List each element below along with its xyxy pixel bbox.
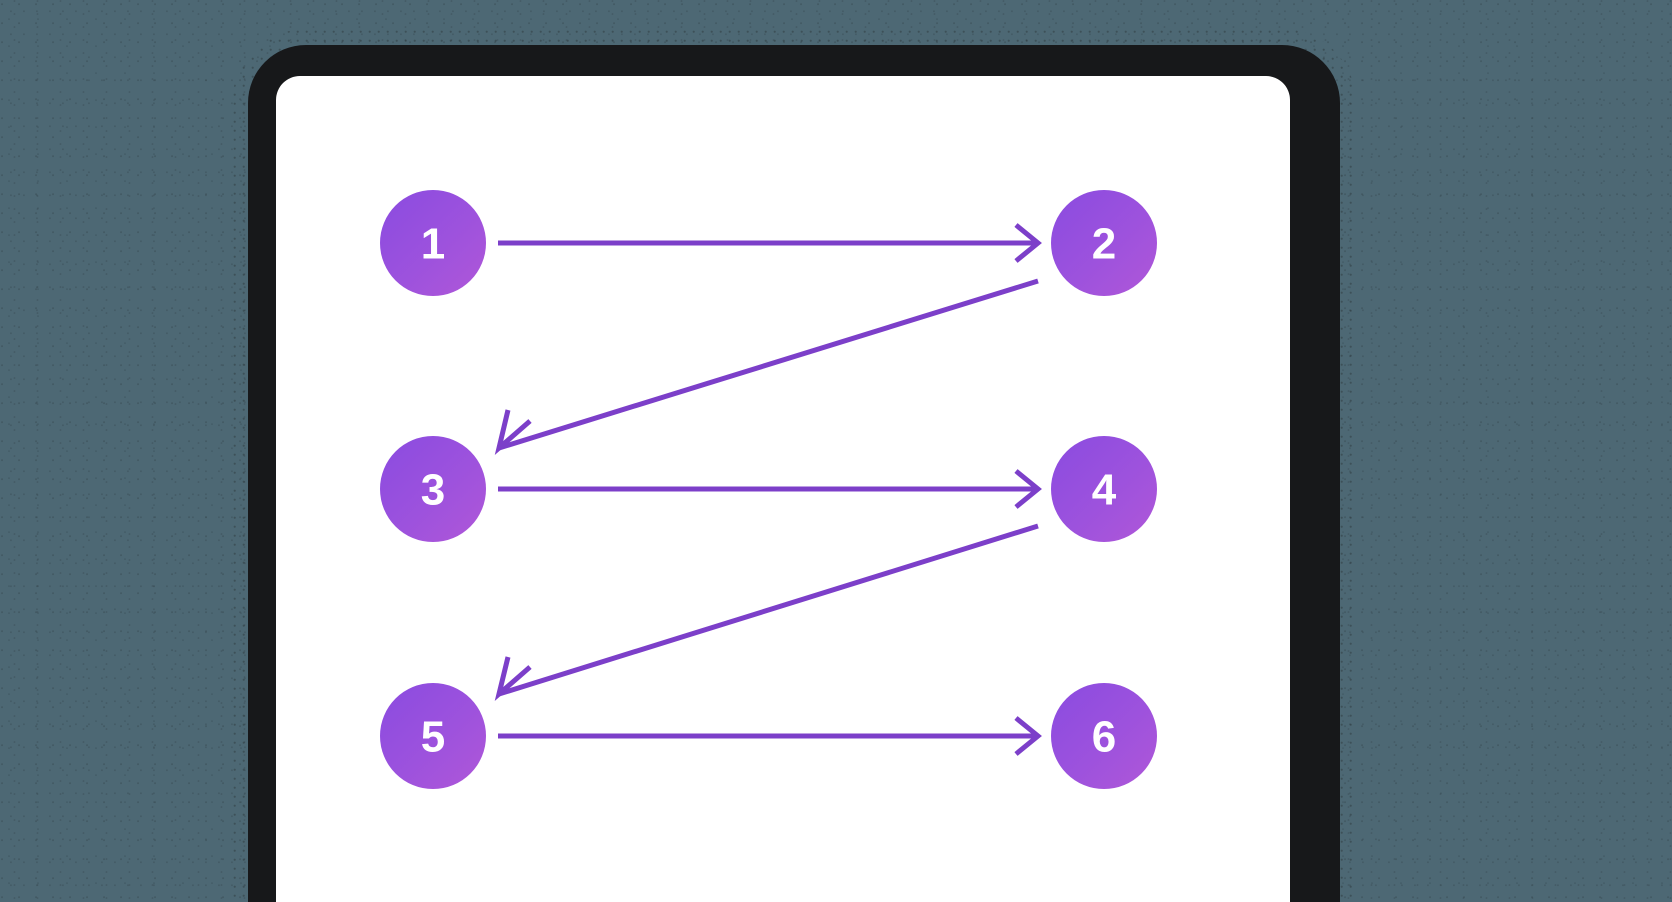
graph-node-2[interactable]: 2 bbox=[1051, 190, 1157, 296]
node-circle[interactable] bbox=[1051, 683, 1157, 789]
node-label: 6 bbox=[1092, 713, 1116, 762]
node-label: 4 bbox=[1092, 466, 1117, 515]
arrowhead-icon bbox=[1014, 223, 1042, 263]
edge-4-to-5 bbox=[494, 523, 1039, 702]
arrowhead-icon bbox=[494, 409, 532, 455]
edge-3-to-4 bbox=[498, 469, 1042, 509]
edge-line bbox=[498, 523, 1039, 697]
node-circle[interactable] bbox=[380, 683, 486, 789]
graph-node-1[interactable]: 1 bbox=[380, 190, 486, 296]
device-screen: 1 2 3 4 5 6 bbox=[276, 76, 1290, 902]
flow-diagram: 1 2 3 4 5 6 bbox=[380, 190, 1157, 789]
node-circle[interactable] bbox=[1051, 190, 1157, 296]
edge-1-to-2 bbox=[498, 223, 1042, 263]
graph-node-4[interactable]: 4 bbox=[1051, 436, 1157, 542]
arrowhead-icon bbox=[1014, 716, 1042, 756]
node-circle[interactable] bbox=[380, 436, 486, 542]
edges-layer bbox=[494, 223, 1042, 756]
node-label: 1 bbox=[421, 220, 445, 269]
edge-line bbox=[498, 278, 1039, 451]
device-frame: 1 2 3 4 5 6 bbox=[232, 29, 1356, 902]
node-label: 3 bbox=[421, 466, 445, 515]
nodes-layer: 1 2 3 4 5 6 bbox=[380, 190, 1157, 789]
graph-node-5[interactable]: 5 bbox=[380, 683, 486, 789]
arrowhead-icon bbox=[494, 656, 532, 702]
arrowhead-icon bbox=[1014, 469, 1042, 509]
edge-5-to-6 bbox=[498, 716, 1042, 756]
node-circle[interactable] bbox=[380, 190, 486, 296]
node-label: 5 bbox=[421, 713, 445, 762]
graph-node-3[interactable]: 3 bbox=[380, 436, 486, 542]
node-circle[interactable] bbox=[1051, 436, 1157, 542]
graph-node-6[interactable]: 6 bbox=[1051, 683, 1157, 789]
node-label: 2 bbox=[1092, 220, 1116, 269]
edge-2-to-3 bbox=[494, 278, 1039, 455]
